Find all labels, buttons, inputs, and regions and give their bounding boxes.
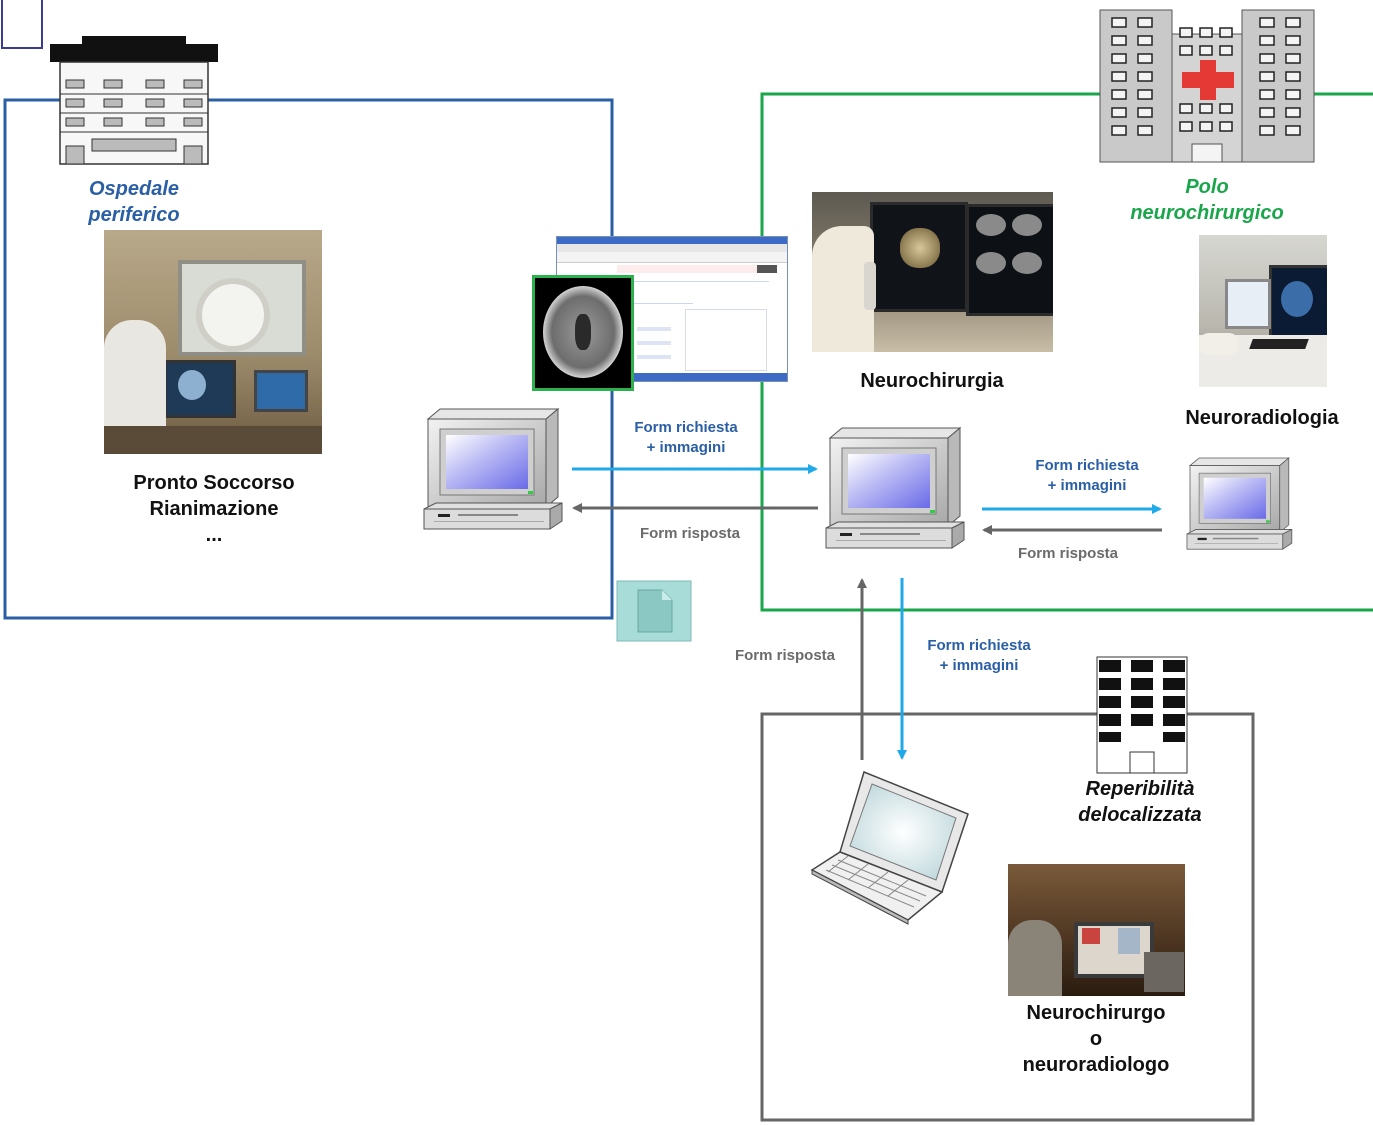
peripheral-name-line1: Ospedale — [88, 178, 180, 200]
request-label-peripheral-to-hub: Form richiesta + immagini — [606, 418, 766, 458]
peripheral-name-line2: periferico — [88, 204, 180, 226]
response-label-neuroradiology-to-hub: Form risposta — [1017, 545, 1119, 562]
peripheral-hospital-label: Ospedale periferico — [44, 176, 224, 228]
specialist-line-3: neuroradiologo — [1022, 1054, 1170, 1076]
response-label-remote-to-hub: Form risposta — [734, 647, 836, 664]
request-line2: + immagini — [646, 439, 726, 456]
brain-ct-image — [532, 275, 634, 391]
desktop-computer-icon — [825, 427, 965, 549]
request-label-hub-to-neuroradiology: Form richiesta + immagini — [1007, 456, 1167, 496]
neurosurgery-label: Neurochirurgia — [860, 370, 1004, 392]
remote-name-line1: Reperibilità — [1085, 778, 1195, 800]
neuroradiology-label: Neuroradiologia — [1185, 407, 1339, 429]
neurosurgery-photo — [812, 192, 1053, 352]
request-line2: + immagini — [939, 657, 1019, 674]
peripheral-unit-label: Pronto Soccorso Rianimazione ... — [92, 470, 336, 548]
specialist-line-1: Neurochirurgo — [1026, 1002, 1166, 1024]
specialist-line-2: o — [1089, 1028, 1103, 1050]
request-line1: Form richiesta — [634, 419, 738, 436]
neuroradiology-photo — [1199, 235, 1327, 387]
unit-line-2: Rianimazione — [149, 498, 279, 520]
request-line1: Form richiesta — [927, 637, 1031, 654]
remote-specialist-photo — [1008, 864, 1185, 996]
hub-name-line2: neurochirurgico — [1130, 202, 1284, 224]
red-cross-hospital-icon — [1099, 9, 1315, 163]
request-line2: + immagini — [1047, 477, 1127, 494]
unit-line-1: Pronto Soccorso — [133, 472, 295, 494]
remote-name-line2: delocalizzata — [1078, 804, 1202, 826]
request-label-hub-to-remote: Form richiesta + immagini — [899, 636, 1059, 676]
hospital-building-icon — [50, 36, 218, 165]
remote-specialist-label: Neurochirurgo o neuroradiologo — [996, 1000, 1196, 1078]
unit-line-3: ... — [205, 524, 223, 546]
document-icon — [616, 580, 692, 642]
hub-label: Polo neurochirurgico — [1092, 174, 1322, 226]
hub-name-line1: Polo — [1185, 176, 1229, 198]
desktop-computer-icon — [1186, 457, 1293, 550]
desktop-computer-icon — [423, 408, 563, 530]
office-building-icon — [1096, 656, 1188, 774]
laptop-computer-icon — [810, 770, 969, 925]
request-line1: Form richiesta — [1035, 457, 1139, 474]
response-label-hub-to-peripheral: Form risposta — [639, 525, 741, 542]
ct-room-photo — [104, 230, 322, 454]
remote-label: Reperibilità delocalizzata — [1040, 776, 1240, 828]
